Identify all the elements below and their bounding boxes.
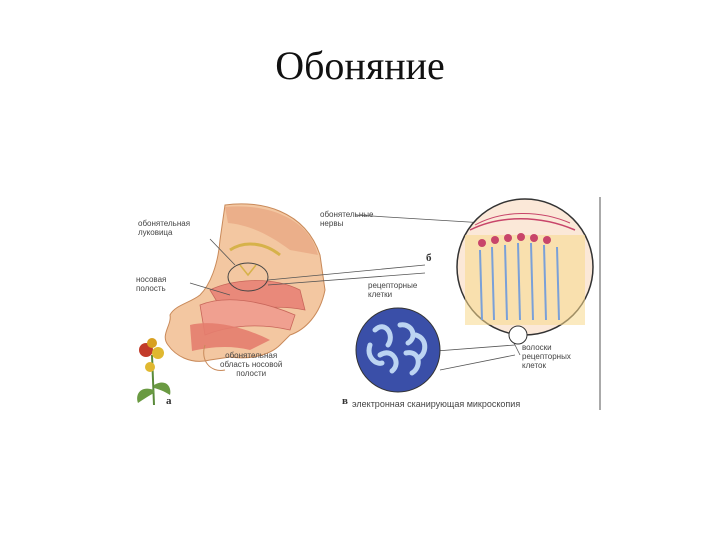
label-nasal-cavity: носовая полость xyxy=(136,275,167,293)
head-section-illustration xyxy=(164,203,326,371)
electron-microscopy-image xyxy=(355,307,441,393)
panel-letter-b: б xyxy=(426,252,432,264)
anatomy-illustration xyxy=(137,197,601,410)
flower-illustration xyxy=(137,338,171,406)
label-olfactory-region: обонятельная область носовой полости xyxy=(220,351,283,378)
label-receptor-cells: рецепторные клетки xyxy=(368,281,418,299)
panel-letter-a: а xyxy=(166,395,172,407)
olfaction-figure: обонятельная луковица обонятельные нервы… xyxy=(130,195,605,415)
panel-letter-v: в xyxy=(342,395,348,407)
slide-title: Обоняние xyxy=(275,43,445,88)
receptor-cells-magnified xyxy=(456,198,594,345)
label-olfactory-bulb: обонятельная луковица xyxy=(138,219,191,237)
label-receptor-hairs: волоски рецепторных клеток xyxy=(522,343,571,370)
label-electron-microscopy: электронная сканирующая микроскопия xyxy=(352,399,521,409)
connector-lines xyxy=(189,214,521,371)
label-olfactory-nerves: обонятельные нервы xyxy=(320,210,374,228)
